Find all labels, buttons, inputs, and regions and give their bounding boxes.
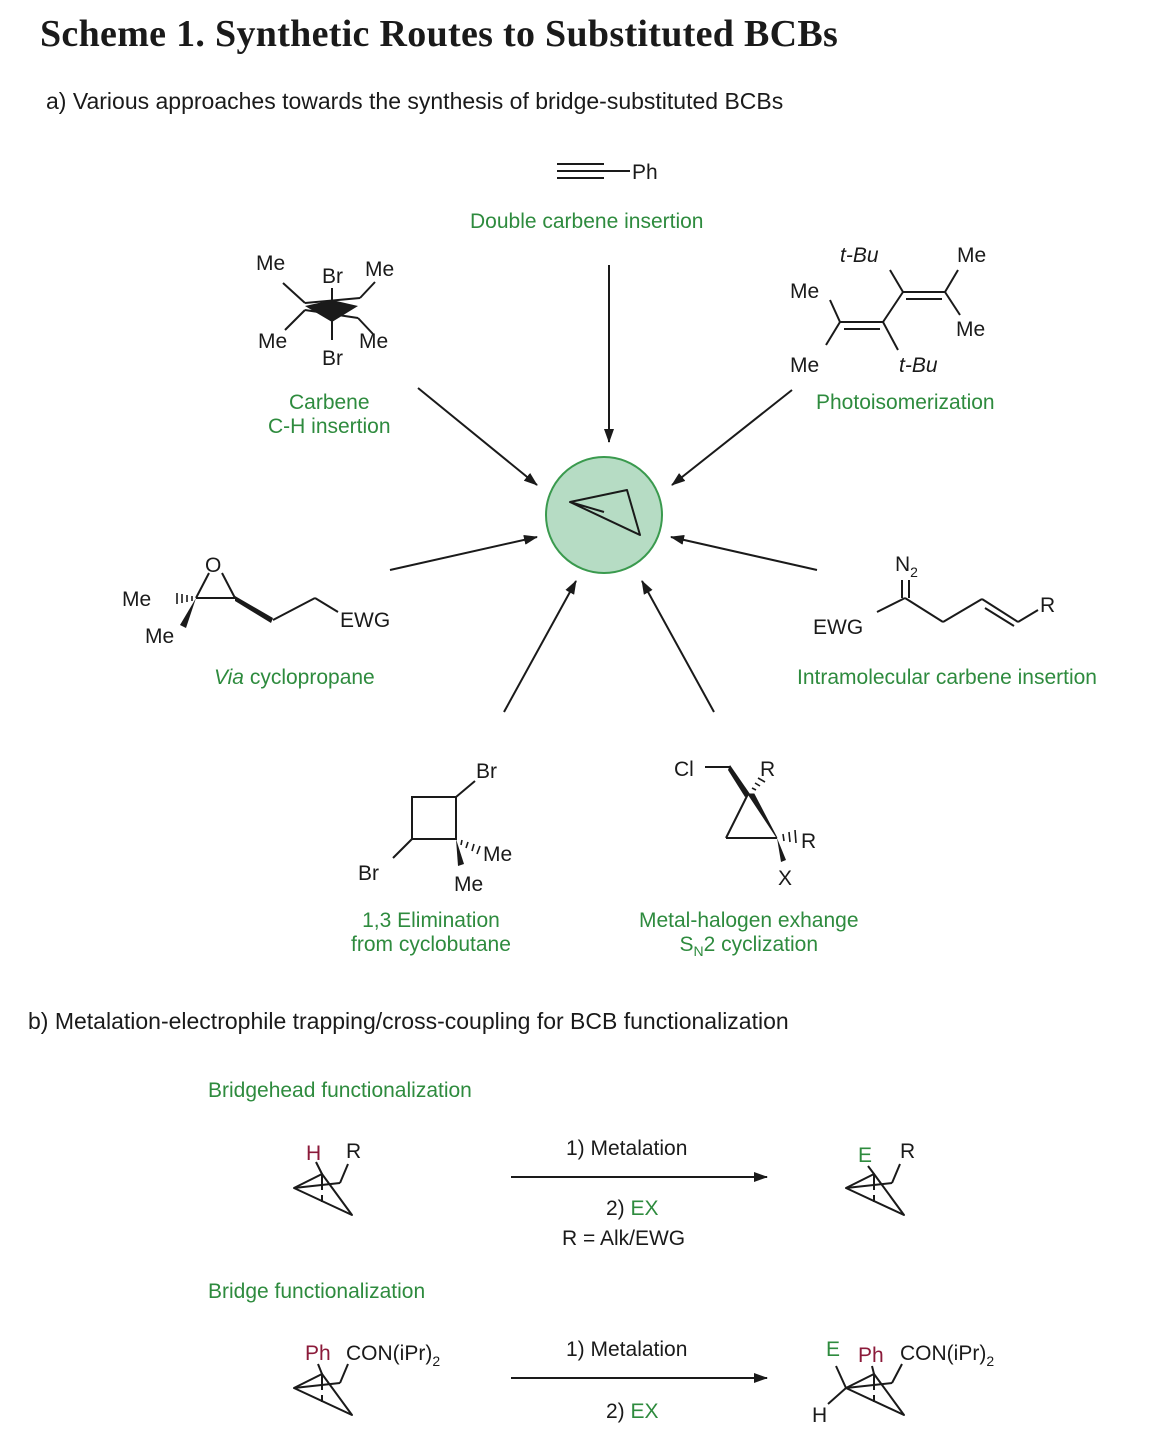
label-carbene-line2: C-H insertion bbox=[268, 415, 391, 438]
atom-cl: Cl bbox=[674, 758, 694, 781]
atom-o: O bbox=[205, 554, 221, 577]
arrow-lower-left bbox=[503, 580, 577, 713]
phenylacetylene: Ph bbox=[557, 161, 658, 184]
atom-r: R bbox=[900, 1140, 915, 1163]
label-photoisomerization: Photoisomerization bbox=[816, 391, 995, 414]
atom-ewg: EWG bbox=[340, 609, 390, 632]
bridge-reaction: Ph CON(iPr)2 1) Metalation 2) EX E Ph CO… bbox=[293, 1338, 994, 1427]
atom-me: Me bbox=[365, 258, 394, 281]
atom-me: Me bbox=[145, 625, 174, 648]
label-via-rest: cyclopropane bbox=[243, 666, 375, 689]
arrow-left bbox=[389, 534, 538, 571]
dibromo-cyclobutane: Br Me Br Me bbox=[358, 760, 512, 896]
bridge-step1: 1) Metalation bbox=[566, 1338, 687, 1361]
label-carbene-ch: Carbene C-H insertion bbox=[268, 391, 391, 439]
label-intramolecular: Intramolecular carbene insertion bbox=[797, 666, 1097, 689]
bridgehead-step2: 2) EX bbox=[606, 1197, 659, 1220]
atom-br: Br bbox=[322, 265, 343, 288]
bcb-start-2 bbox=[293, 1363, 353, 1416]
atom-me: Me bbox=[790, 354, 819, 377]
label-elim-line1: 1,3 Elimination bbox=[362, 909, 500, 932]
section-a-heading: a) Various approaches towards the synthe… bbox=[46, 88, 784, 114]
atom-me: Me bbox=[957, 244, 986, 267]
arrow-upper-right bbox=[671, 389, 793, 486]
arrow-right bbox=[670, 534, 818, 571]
tetramethyl-dibromo-bcb: Me Br Me Me Me Br bbox=[256, 252, 394, 370]
bcb-product-2 bbox=[827, 1363, 905, 1416]
atom-ph: Ph bbox=[858, 1344, 884, 1367]
label-mh-line1: Metal-halogen exhange bbox=[639, 909, 859, 932]
tbu-diene: t-Bu Me Me Me Me t-Bu bbox=[790, 244, 986, 377]
atom-me: Me bbox=[483, 843, 512, 866]
atom-br: Br bbox=[476, 760, 497, 783]
atom-br: Br bbox=[358, 862, 379, 885]
atom-me: Me bbox=[790, 280, 819, 303]
label-elimination: 1,3 Elimination from cyclobutane bbox=[351, 909, 511, 957]
central-bcb bbox=[545, 456, 663, 574]
section-b-heading: b) Metalation-electrophile trapping/cros… bbox=[28, 1008, 789, 1034]
atom-me: Me bbox=[256, 252, 285, 275]
bcb-start-1 bbox=[293, 1161, 353, 1216]
atom-h: H bbox=[306, 1142, 321, 1165]
label-double-carbene: Double carbene insertion bbox=[470, 210, 704, 233]
label-via-italic: Via bbox=[214, 666, 244, 689]
sn2-rest: 2 cyclization bbox=[703, 933, 819, 956]
label-carbene-line1: Carbene bbox=[288, 391, 370, 414]
chloromethyl-cyclopropane: Cl R R X bbox=[674, 758, 816, 890]
atom-ph: Ph bbox=[632, 161, 658, 184]
atom-tbu: t-Bu bbox=[899, 354, 938, 377]
bridgehead-heading: Bridgehead functionalization bbox=[208, 1079, 472, 1102]
atom-ewg: EWG bbox=[813, 616, 863, 639]
atom-x: X bbox=[778, 867, 792, 890]
diazo-ewg: N2 EWG R bbox=[813, 553, 1055, 639]
atom-r: R bbox=[1040, 594, 1055, 617]
sn2-s: S bbox=[679, 933, 694, 956]
atom-e: E bbox=[826, 1338, 840, 1361]
label-metal-halogen: Metal-halogen exhange SN2 cyclization bbox=[639, 909, 859, 959]
atom-r: R bbox=[346, 1140, 361, 1163]
label-elim-line2: from cyclobutane bbox=[351, 933, 511, 956]
route-arrows bbox=[389, 265, 818, 713]
arrow-lower-right bbox=[641, 580, 715, 713]
atom-r: R bbox=[801, 830, 816, 853]
atom-n2: N2 bbox=[895, 553, 918, 580]
label-mh-line2: SN2 cyclization bbox=[679, 933, 819, 960]
atom-h: H bbox=[812, 1404, 827, 1427]
bcb-product-1 bbox=[845, 1163, 905, 1216]
atom-br: Br bbox=[322, 347, 343, 370]
atom-tbu: t-Bu bbox=[840, 244, 879, 267]
atom-ph: Ph bbox=[305, 1342, 331, 1365]
label-via-cyclopropane: Via cyclopropane bbox=[214, 666, 375, 690]
epoxide-ewg: O Me Me EWG bbox=[122, 554, 390, 648]
bridge-heading: Bridge functionalization bbox=[208, 1280, 426, 1303]
bridgehead-reaction: H R 1) Metalation 2) EX R = Alk/EWG E R bbox=[293, 1137, 915, 1250]
atom-me: Me bbox=[454, 873, 483, 896]
atom-e: E bbox=[858, 1144, 872, 1167]
atom-amide: CON(iPr)2 bbox=[346, 1342, 440, 1369]
sn2-n: N bbox=[693, 943, 704, 960]
atom-me: Me bbox=[258, 330, 287, 353]
bridge-step2: 2) EX bbox=[606, 1400, 659, 1423]
arrow-upper-left bbox=[417, 387, 538, 486]
bridgehead-condition: R = Alk/EWG bbox=[562, 1227, 685, 1250]
bridgehead-step1: 1) Metalation bbox=[566, 1137, 687, 1160]
atom-me: Me bbox=[359, 330, 388, 353]
atom-r: R bbox=[760, 758, 775, 781]
atom-me: Me bbox=[956, 318, 985, 341]
scheme-title: Scheme 1. Synthetic Routes to Substitute… bbox=[40, 13, 839, 55]
atom-me: Me bbox=[122, 588, 151, 611]
atom-amide: CON(iPr)2 bbox=[900, 1342, 994, 1369]
